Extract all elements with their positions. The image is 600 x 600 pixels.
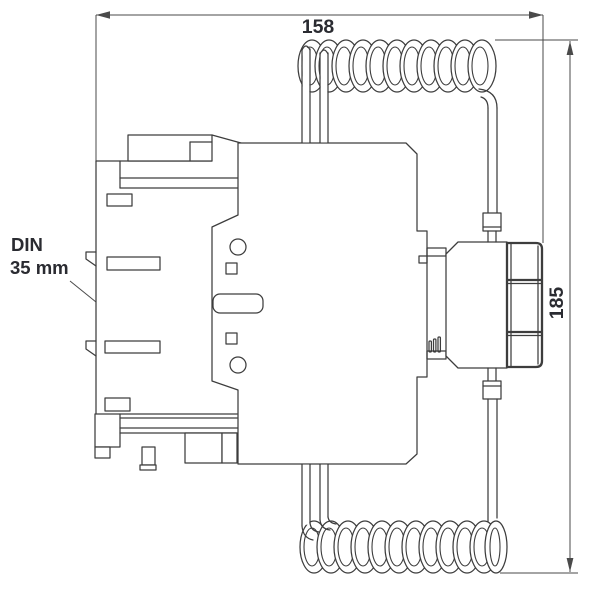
vent-slot-2 <box>432 338 437 353</box>
coil-top-left-wires <box>301 45 329 144</box>
vent-slot-1 <box>428 340 433 353</box>
din-rail-adapter <box>85 134 242 471</box>
adapter-base-block-small <box>221 432 238 464</box>
coil-bottom-left-wires <box>301 464 337 541</box>
adapter-tab-upper <box>106 193 133 207</box>
adapter-tab-lower <box>104 397 131 412</box>
width-dimension-label: 158 <box>302 16 335 38</box>
screw-hole-lower <box>229 356 247 374</box>
body-outline <box>211 142 428 465</box>
square-recess-lower <box>225 332 238 345</box>
adapter-foot <box>94 446 111 459</box>
dimension-height: 185 <box>495 39 578 574</box>
din-label-line2: 35 mm <box>10 257 69 278</box>
din-label-line1: DIN <box>11 234 43 255</box>
arrowhead-down-icon <box>566 558 574 572</box>
adapter-peg <box>141 446 156 466</box>
terminal-block <box>426 241 544 369</box>
contactor-body <box>211 142 442 465</box>
side-notch <box>418 255 428 264</box>
dimension-width: 158 <box>95 11 544 243</box>
din-hook-upper <box>85 251 97 267</box>
din-rail-flange-upper <box>106 256 161 271</box>
coil-top-right-elbow <box>478 88 498 109</box>
block-front-face <box>505 241 544 369</box>
adapter-foot-block <box>94 413 121 448</box>
arrowhead-up-icon <box>566 41 574 55</box>
right-wires <box>482 107 502 523</box>
square-recess-upper <box>225 262 238 275</box>
block-side-face <box>445 241 508 369</box>
screw-hole-upper <box>229 238 247 256</box>
block-link-upper <box>426 247 447 257</box>
adapter-base-block <box>184 432 223 464</box>
adapter-peg-cap <box>139 464 157 471</box>
din-rail-flange-lower <box>104 340 161 354</box>
wire-lug-top <box>482 212 502 232</box>
damping-coil-bottom <box>299 520 508 574</box>
height-dimension-label: 185 <box>546 287 568 320</box>
arrowhead-right-icon <box>529 11 543 19</box>
adapter-top-cap <box>127 134 213 162</box>
wire-lug-bottom <box>482 380 502 400</box>
din-leader-line <box>69 280 97 303</box>
arrowhead-left-icon <box>96 11 110 19</box>
mounting-slot <box>212 293 264 314</box>
din-hook-lower <box>85 340 97 357</box>
din-annotation: DIN 35 mm <box>10 234 97 303</box>
vent-slot-3 <box>437 336 442 353</box>
